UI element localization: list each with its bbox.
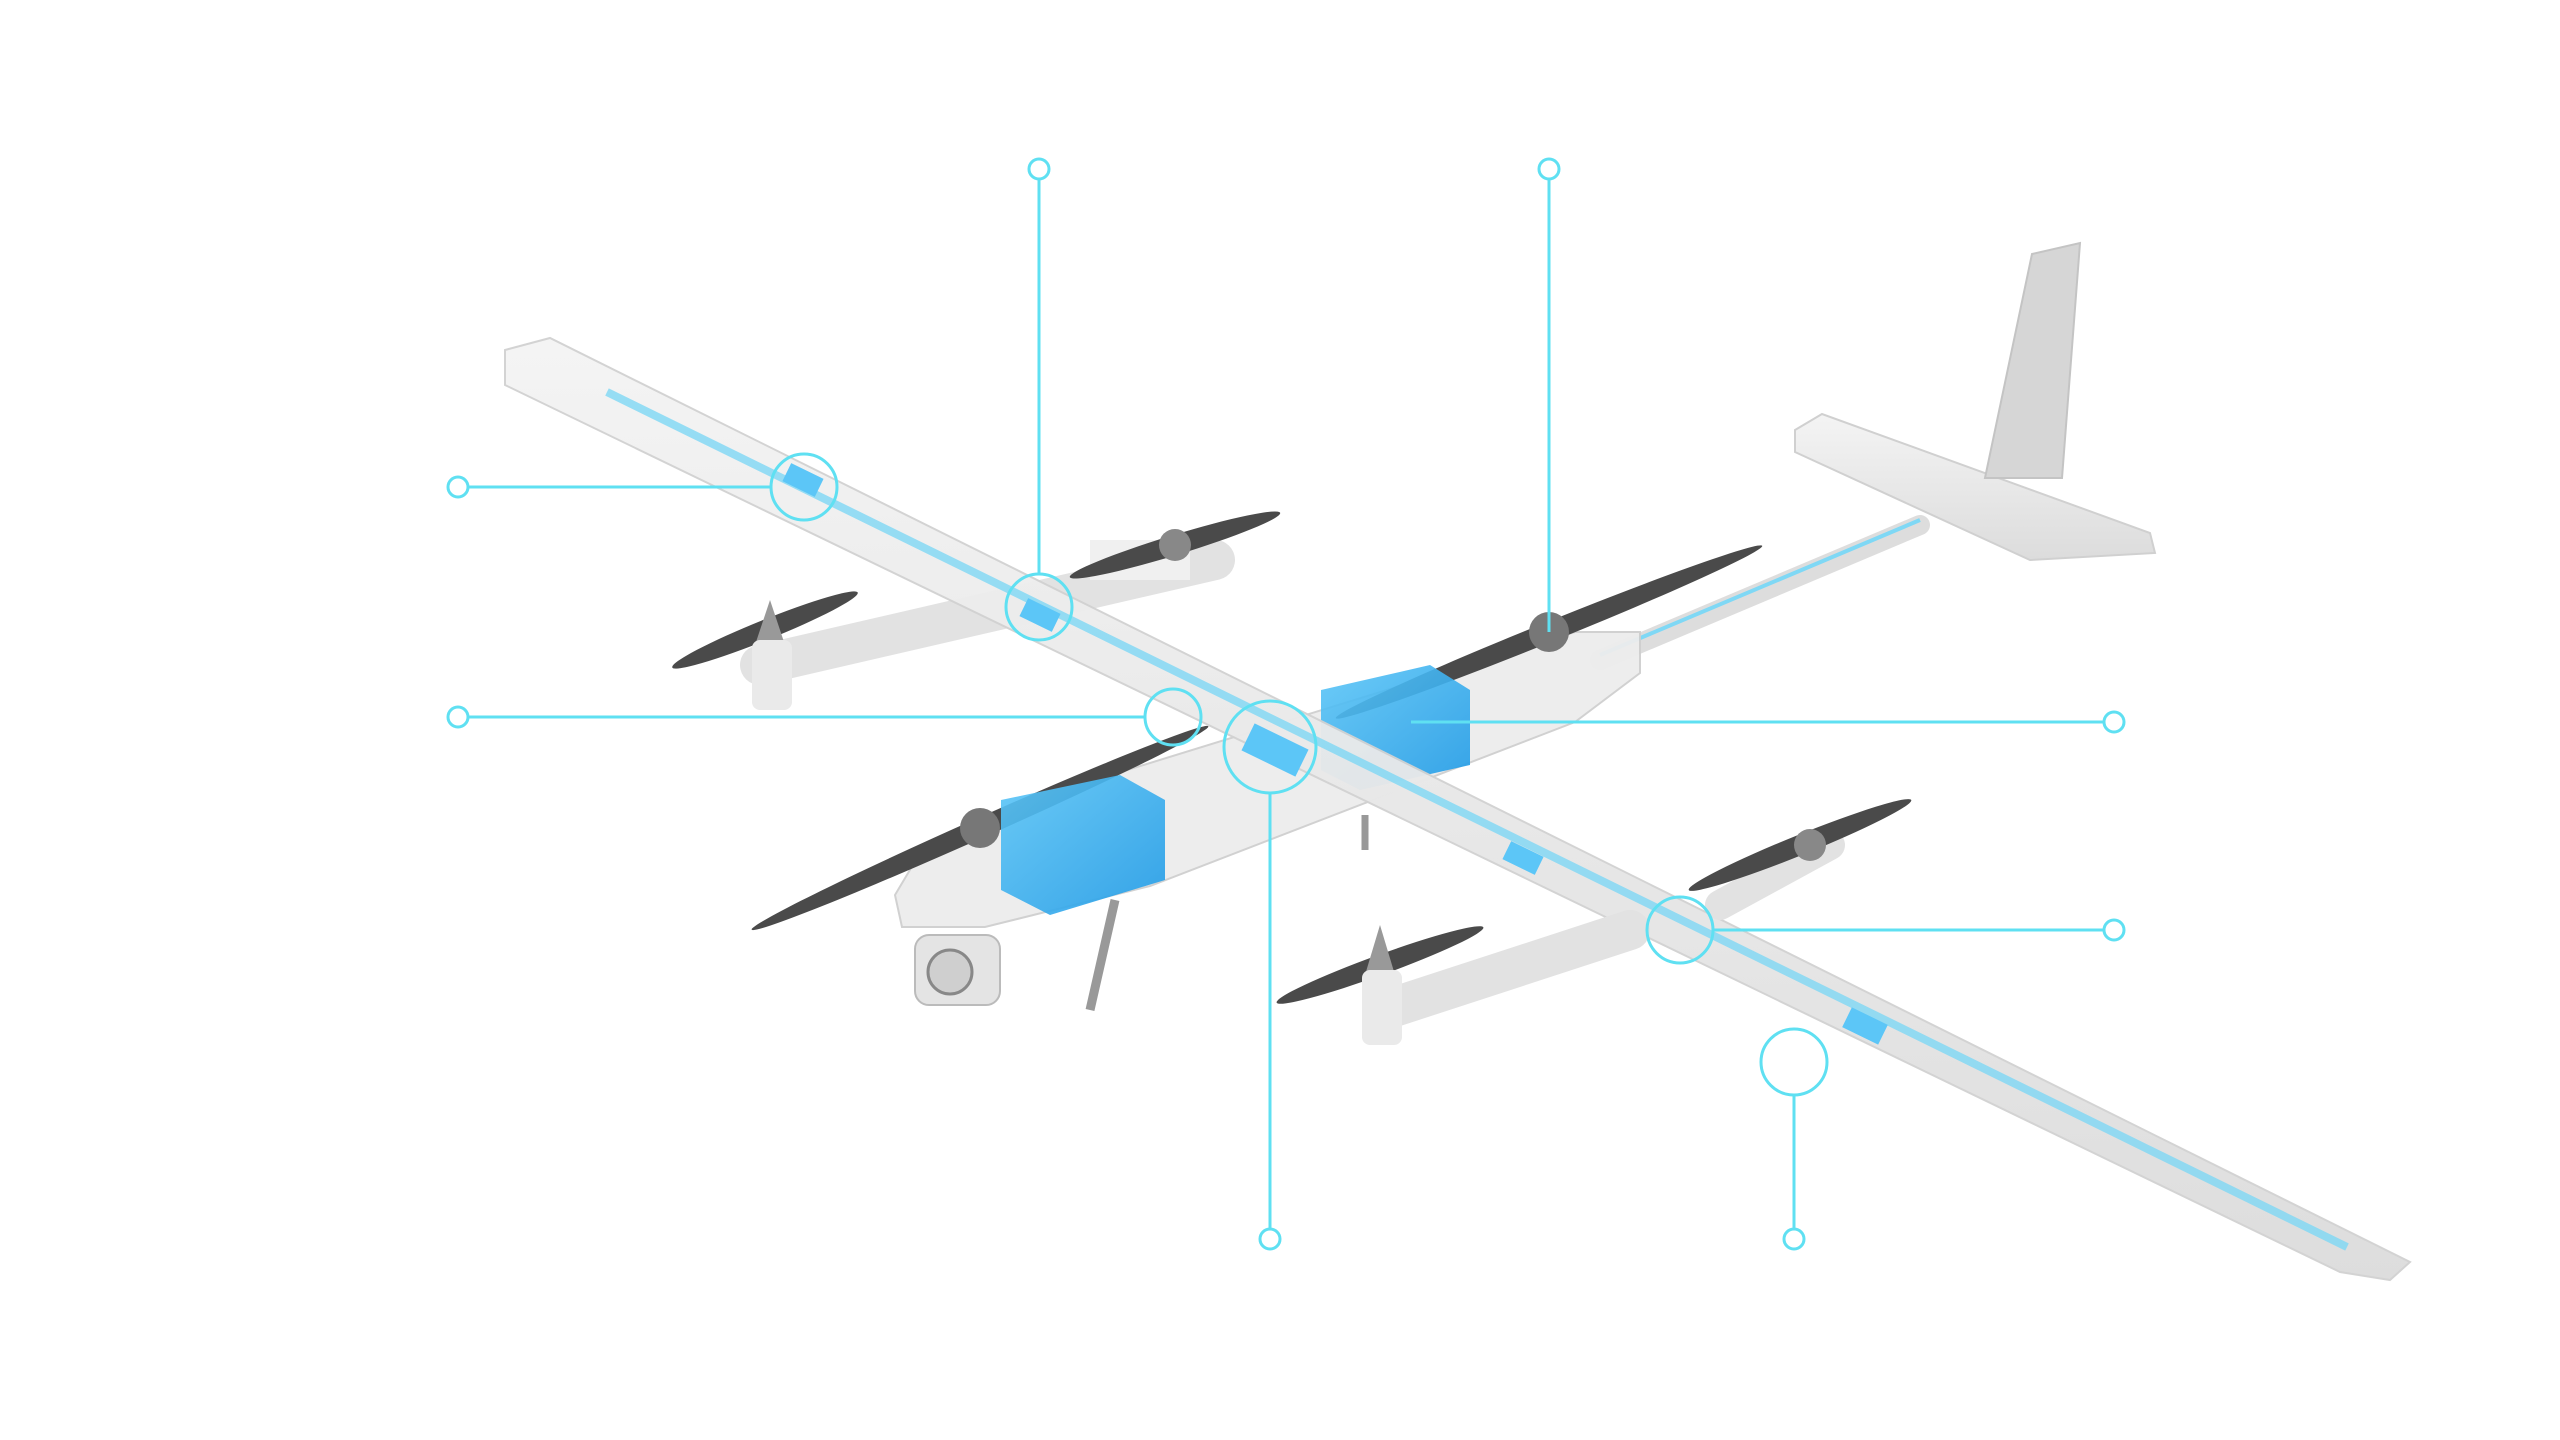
battery-left (1001, 775, 1165, 915)
spinner-icon (1365, 925, 1395, 975)
propeller-front-right-boom (1276, 925, 1484, 1045)
motor-icon (1794, 829, 1826, 861)
spinner-icon (755, 600, 785, 645)
propeller-left-top (672, 591, 858, 710)
tail-boom (1590, 515, 1930, 670)
motor-icon (960, 808, 1000, 848)
wing-module (1502, 841, 1544, 875)
wing-module (1842, 1007, 1888, 1045)
callout-wing-right-inner[interactable] (1645, 895, 2126, 965)
callout-fuselage-center[interactable] (1222, 699, 1318, 1251)
wing-spar (605, 388, 2349, 1251)
propeller-rear-left (1069, 511, 1281, 579)
vertical-fin (1983, 241, 2082, 479)
motor-icon (1159, 529, 1191, 561)
wing-module (1019, 598, 1061, 632)
landing-gear (1085, 899, 1120, 1011)
propeller-front-left (751, 725, 1209, 931)
wing-center-module (1241, 723, 1309, 777)
callout-battery-compartment[interactable] (1411, 710, 2126, 734)
callout-wing-left-inner[interactable] (1004, 157, 1074, 642)
camera-lens-icon (926, 948, 974, 996)
callout-wing-right-outer[interactable] (1759, 1027, 1829, 1251)
callout-wing-left-outer[interactable] (446, 452, 839, 522)
front-rear-right-boom (1688, 799, 1912, 920)
callout-front-motor[interactable] (1537, 157, 1561, 632)
front-right-boom (1365, 910, 1650, 1030)
callout-wing-root-left[interactable] (446, 687, 1203, 747)
horizontal-stabilizer (1794, 412, 2157, 562)
wing-module (782, 463, 824, 497)
camera-gimbal (914, 934, 1001, 1006)
